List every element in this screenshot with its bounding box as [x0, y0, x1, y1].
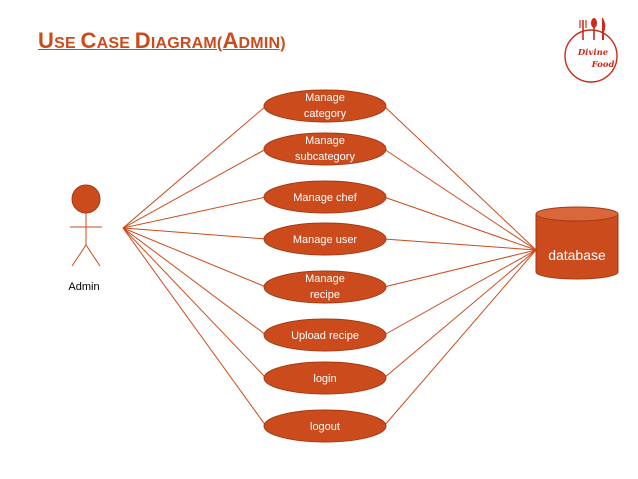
connector-usecase-database-7 — [383, 249, 537, 427]
use-case-3: Manage user — [263, 222, 387, 256]
use-case-label: logout — [310, 421, 340, 433]
divine-food-logo: Divine Food — [564, 18, 618, 83]
connector-actor-usecase-0 — [122, 105, 267, 229]
use-case-ellipse — [263, 180, 387, 214]
connector-usecase-database-5 — [383, 249, 537, 336]
actor-right-leg — [85, 244, 101, 267]
use-case-6: login — [263, 361, 387, 395]
connector-actor-usecase-5 — [122, 227, 267, 336]
database-label: database — [548, 247, 606, 263]
use-case-label: Manage chef — [293, 192, 358, 204]
connector-actor-usecase-1 — [122, 148, 267, 229]
use-case-2: Manage chef — [263, 180, 387, 214]
title-part-ase: ASE — [96, 35, 135, 52]
use-case-5: Upload recipe — [263, 318, 387, 352]
diagram-title: USE CASE DIAGRAM(ADMIN) — [38, 28, 286, 54]
actor-admin: Admin — [68, 184, 102, 293]
title-part-iagram: IAGRAM( — [150, 35, 223, 52]
use-case-1: Manage subcategory — [263, 132, 387, 166]
use-case-ellipse — [263, 132, 387, 166]
use-case-label: Manage — [305, 273, 345, 285]
spoon-icon — [591, 18, 597, 40]
connector-actor-usecase-6 — [122, 227, 267, 379]
database-top — [535, 206, 619, 222]
title-initial-u: U — [38, 28, 55, 53]
connector-usecase-database-4 — [383, 249, 537, 288]
use-case-0: Manage category — [263, 89, 387, 123]
use-case-label: Upload recipe — [291, 330, 359, 342]
use-case-ellipse — [263, 222, 387, 256]
connector-actor-usecase-4 — [122, 227, 267, 288]
use-case-ellipse — [263, 270, 387, 304]
use-case-label: Manage — [305, 135, 345, 147]
use-case-label: Manage — [305, 92, 345, 104]
connector-usecase-database-3 — [383, 238, 537, 251]
fork-icon — [579, 20, 587, 40]
logo-line1: Divine — [577, 48, 609, 58]
title-part-dmin: DMIN) — [238, 35, 286, 52]
connectors — [122, 105, 537, 427]
logo-ring — [564, 29, 618, 83]
database-cylinder: database — [535, 206, 619, 280]
connector-actor-usecase-3 — [122, 227, 267, 240]
use-case-label: recipe — [310, 289, 340, 301]
title-initial-d: D — [134, 28, 151, 53]
actor-label: Admin — [68, 281, 99, 293]
use-case-label: category — [304, 108, 347, 120]
connector-usecase-database-6 — [383, 249, 537, 379]
use-case-4: Manage recipe — [263, 270, 387, 304]
use-case-label: Manage user — [293, 234, 358, 246]
connector-usecase-database-1 — [383, 148, 537, 251]
actor-head — [71, 184, 101, 214]
use-case-label: login — [313, 373, 336, 385]
title-initial-a: A — [222, 28, 239, 53]
use-case-ellipse — [263, 318, 387, 352]
use-case-ellipse — [263, 409, 387, 443]
actor-left-leg — [71, 244, 87, 267]
use-case-ellipse — [263, 89, 387, 123]
connector-actor-usecase-2 — [122, 196, 267, 229]
logo-line2: Food — [591, 60, 615, 70]
title-initial-c: C — [80, 28, 97, 53]
connector-usecase-database-0 — [383, 105, 537, 251]
use-case-label: subcategory — [295, 151, 355, 163]
knife-icon — [602, 18, 606, 40]
connector-usecase-database-2 — [383, 196, 537, 251]
use-case-ellipse — [263, 361, 387, 395]
connector-actor-usecase-7 — [122, 227, 267, 427]
title-part-se: SE — [54, 35, 81, 52]
use-case-7: logout — [263, 409, 387, 443]
database-body — [535, 214, 619, 280]
